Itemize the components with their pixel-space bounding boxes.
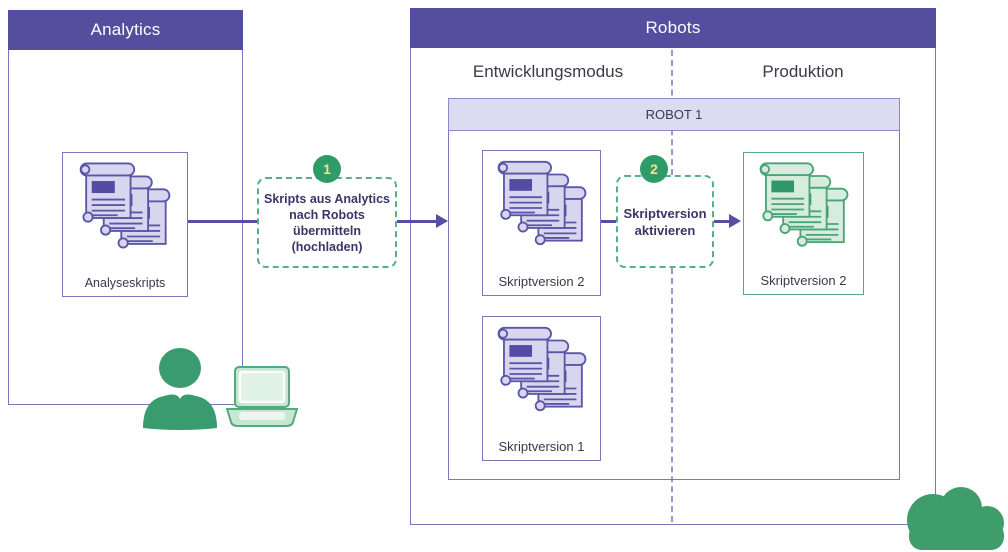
script-box-prod-version2: Skriptversion 2	[743, 152, 864, 295]
step-1-text: Skripts aus Analytics nach Robots übermi…	[264, 191, 390, 254]
script-box-dev-version2: Skriptversion 2	[482, 150, 601, 296]
scripts-stack-icon	[494, 326, 590, 418]
step-2-number: 2	[650, 161, 658, 177]
cloud-icon	[897, 480, 1008, 552]
analytics-box: Analytics	[8, 10, 243, 405]
script-box-dev-version1: Skriptversion 1	[482, 316, 601, 461]
script-box-label: Analyseskripts	[84, 276, 166, 290]
step-1-box: Skripts aus Analytics nach Robots übermi…	[257, 177, 397, 268]
robot1-header: ROBOT 1	[448, 98, 900, 131]
script-box-label: Skriptversion 2	[760, 273, 847, 288]
scripts-stack-icon	[76, 162, 174, 255]
robots-header: Robots	[410, 8, 936, 48]
step-2-box: Skriptversion aktivieren	[616, 175, 714, 268]
column-label-production: Produktion	[762, 62, 844, 81]
analytics-header: Analytics	[8, 10, 243, 50]
arrow-right-icon	[436, 214, 448, 228]
robots-title: Robots	[645, 18, 701, 37]
step-1-badge: 1	[313, 155, 341, 183]
analytics-title: Analytics	[90, 20, 161, 39]
scripts-stack-icon	[494, 160, 590, 252]
robot1-title: ROBOT 1	[645, 107, 703, 122]
script-box-analyseskripts: Analyseskripts	[62, 152, 188, 297]
column-divider	[671, 50, 673, 522]
scripts-stack-green-icon	[756, 162, 852, 253]
column-label-development: Entwicklungsmodus	[472, 62, 624, 81]
step-2-badge: 2	[640, 155, 668, 183]
arrow-right-icon	[729, 214, 741, 228]
step-2-text: Skriptversion aktivieren	[623, 205, 707, 238]
person-icon	[140, 344, 220, 435]
script-box-label: Skriptversion 1	[498, 439, 585, 454]
step-1-number: 1	[323, 161, 331, 177]
script-box-label: Skriptversion 2	[498, 274, 585, 289]
laptop-icon	[225, 366, 300, 433]
